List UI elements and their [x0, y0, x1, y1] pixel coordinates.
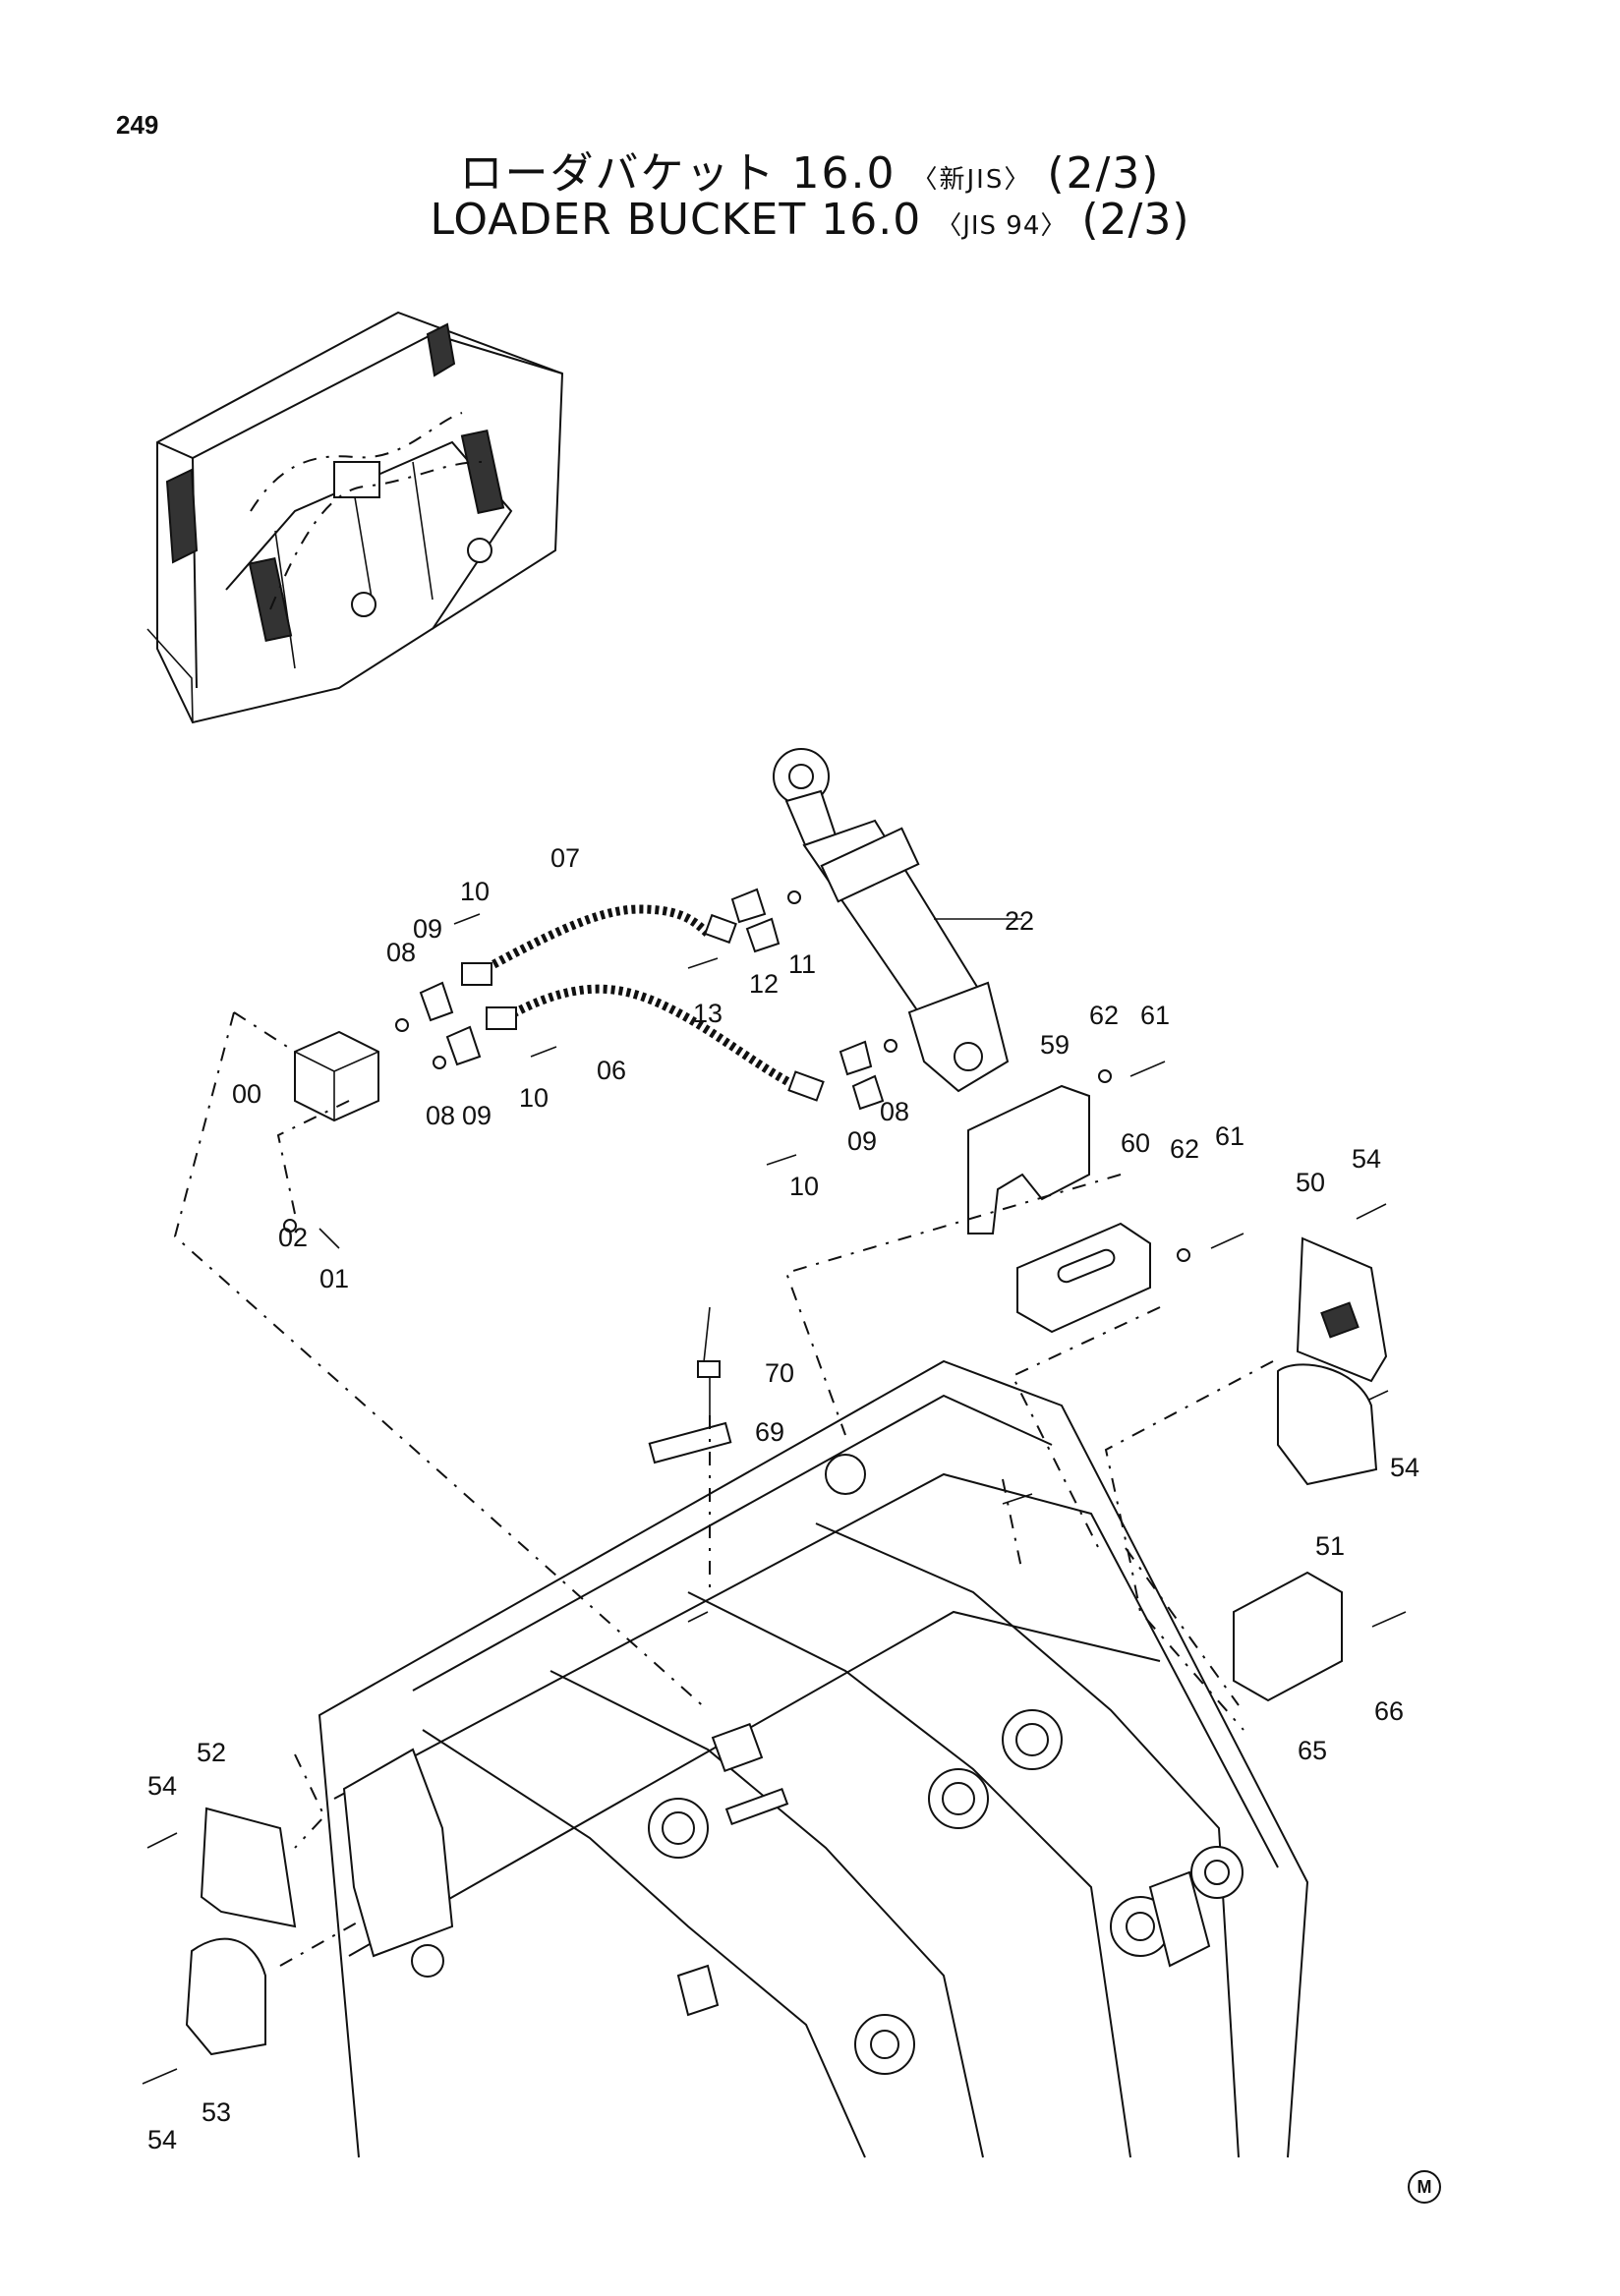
callout-07: 07: [550, 843, 580, 873]
callout-10b: 10: [519, 1083, 549, 1113]
callout-60: 60: [1121, 1128, 1150, 1158]
junction-block: [294, 1030, 379, 1122]
callout-06: 06: [597, 1056, 626, 1085]
callout-labels: 07 10 09 08 22 12 11 13 00 06 08 09 10 0…: [147, 843, 1419, 2154]
callout-11: 11: [788, 949, 816, 979]
callout-12: 12: [749, 969, 779, 999]
callout-00: 00: [232, 1079, 261, 1109]
callout-10a: 10: [460, 877, 490, 906]
title-en-text: LOADER BUCKET 16.0: [430, 195, 922, 245]
callout-01: 01: [319, 1264, 349, 1293]
callout-09b: 09: [462, 1101, 492, 1130]
callout-50: 50: [1296, 1168, 1325, 1197]
callout-59: 59: [1040, 1030, 1070, 1060]
brackets: [967, 1084, 1151, 1334]
callout-13: 13: [693, 999, 723, 1028]
plate-and-bolt: [648, 1360, 732, 1464]
title-en-spec: 〈JIS 94〉: [936, 211, 1068, 241]
callout-09a: 09: [413, 914, 442, 944]
callout-65: 65: [1298, 1736, 1327, 1765]
title-jp-spec: 〈新JIS〉: [911, 165, 1032, 195]
callout-53: 53: [202, 2097, 231, 2127]
leader-lines: [173, 1011, 1274, 1967]
bucket-main-frame: [318, 1359, 1309, 2158]
callout-61a: 61: [1140, 1001, 1170, 1030]
callout-61b: 61: [1215, 1121, 1244, 1151]
callout-51: 51: [1315, 1531, 1345, 1561]
callout-69: 69: [755, 1417, 784, 1447]
title-jp-part: (2/3): [1047, 148, 1161, 199]
callout-54a: 54: [1352, 1144, 1381, 1174]
callout-62b: 62: [1170, 1134, 1199, 1164]
callout-66: 66: [1374, 1696, 1404, 1726]
callout-09c: 09: [847, 1126, 877, 1156]
callout-08b: 08: [426, 1101, 455, 1130]
callout-08c: 08: [880, 1097, 909, 1126]
callout-54c: 54: [147, 1771, 177, 1801]
title-en-part: (2/3): [1081, 195, 1190, 245]
callout-22: 22: [1005, 906, 1034, 936]
callout-62a: 62: [1089, 1001, 1119, 1030]
title-jp-text: ローダバケット 16.0: [459, 148, 897, 199]
page-number: 249: [116, 110, 159, 140]
hydraulic-cylinder: [773, 748, 1022, 1093]
cover-plates: [185, 1236, 1388, 2056]
callout-52: 52: [197, 1738, 226, 1767]
hoses: [461, 904, 825, 1102]
title-japanese: ローダバケット 16.0 〈新JIS〉 (2/3): [0, 138, 1620, 201]
callout-10c: 10: [789, 1172, 819, 1201]
callout-08a: 08: [386, 938, 416, 967]
callout-70: 70: [765, 1358, 794, 1388]
maker-mark-circled: M: [1408, 2170, 1441, 2204]
inset-bucket-overview: [146, 311, 564, 724]
title-english: LOADER BUCKET 16.0 〈JIS 94〉 (2/3): [0, 195, 1620, 245]
callout-02: 02: [278, 1223, 308, 1252]
callout-54b: 54: [1390, 1453, 1419, 1482]
callout-54d: 54: [147, 2125, 177, 2154]
